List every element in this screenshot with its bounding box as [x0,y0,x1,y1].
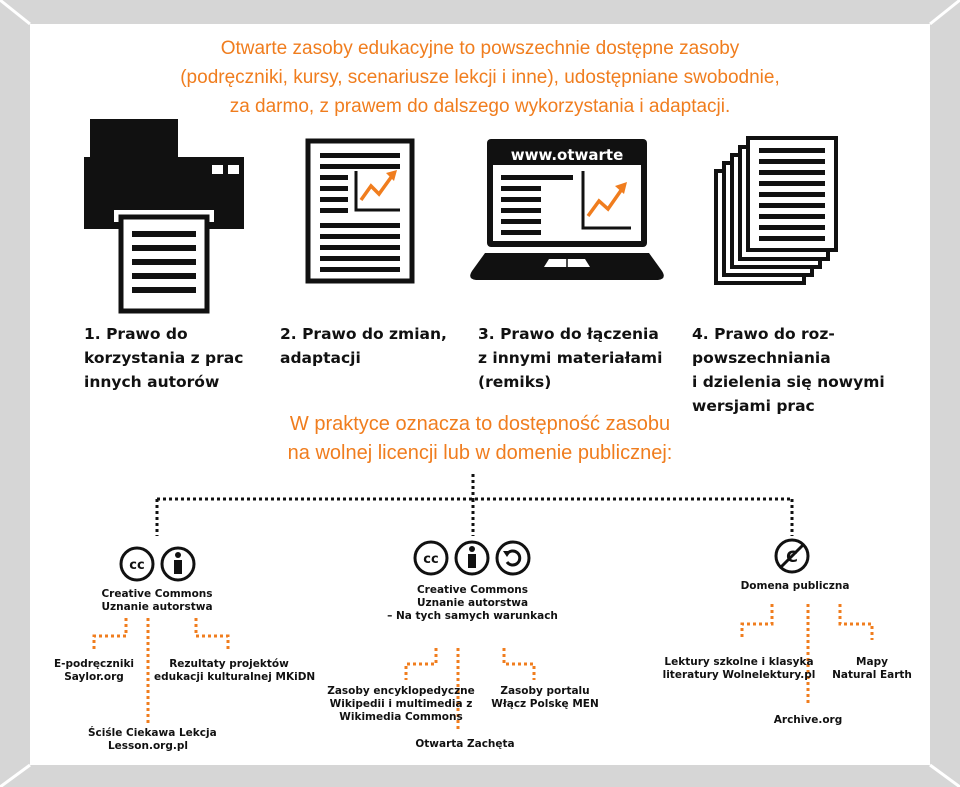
license-cc-by: Creative Commons Uznanie autorstwa [82,588,232,614]
example-line: Natural Earth [832,669,912,681]
license-line: Uznanie autorstwa [416,597,529,609]
intro-line: (podręczniki, kursy, scenariusze lekcji … [180,67,780,88]
right-line: innych autorów [84,373,220,391]
example-line: Wikipedii i multimedia z [329,698,473,710]
cc-by-sa-icons: cc [413,540,531,576]
license-line: Creative Commons [101,588,213,600]
right-line: 1. Prawo do [84,325,188,343]
example-connectors [92,604,874,732]
example-line: Wikimedia Commons [339,711,463,723]
intro-line: za darmo, z prawem do dalszego wykorzyst… [229,96,731,117]
example-by-0: E-podręczniki Saylor.org [44,658,144,684]
license-line: Creative Commons [416,584,529,596]
right-line: 4. Prawo do roz- [692,325,835,343]
right-1: 1. Prawo do korzystania z prac innych au… [84,322,243,394]
example-line: Otwarta Zachęta [415,738,515,750]
example-bysa-1: Zasoby portalu Włącz Polskę MEN [490,685,600,711]
license-public-domain: Domena publiczna [730,580,860,593]
cc-icon: cc [413,540,449,576]
example-bysa-0: Zasoby encyklopedyczne Wikipedii i multi… [326,685,476,724]
example-pd-1: Mapy Natural Earth [822,656,922,682]
example-line: Saylor.org [64,671,124,683]
public-domain-icon: C [774,538,810,574]
right-line: 2. Prawo do zmian, [280,325,447,343]
practice-line: W praktyce oznacza to dostępność zasobu [289,413,671,435]
right-4: 4. Prawo do roz- powszechniania i dziele… [692,322,885,418]
example-pd-0: Lektury szkolne i klasyka literatury Wol… [654,656,824,682]
document-chart-icon [305,138,415,284]
example-by-2: Ściśle Ciekawa Lekcja Lesson.org.pl [88,727,217,753]
cc-by-icons: cc [119,546,196,582]
license-line: Uznanie autorstwa [101,601,213,613]
printer-icon [84,119,244,314]
example-line: literatury Wolnelektury.pl [662,669,816,681]
right-line: wersjami prac [692,397,815,415]
example-line: Mapy [856,656,888,668]
tree-connector [155,474,794,536]
svg-text:cc: cc [423,552,438,567]
right-3: 3. Prawo do łączenia z innymi materiałam… [478,322,662,394]
example-line: Zasoby portalu [500,685,590,697]
example-by-1: Rezultaty projektów edukacji kulturalnej… [154,658,316,684]
laptop-icon: www.otwarte [470,139,664,280]
infographic-card: Otwarte zasoby edukacyjne to powszechnie… [30,24,930,765]
right-line: z innymi materiałami [478,349,663,367]
example-pd-2: Archive.org [758,714,858,727]
practice-text: W praktyce oznacza to dostępność zasobu … [30,410,930,468]
example-line: edukacji kulturalnej MKiDN [154,671,316,683]
practice-line: na wolnej licencji lub w domenie publicz… [287,442,673,464]
example-line: Archive.org [773,714,843,726]
right-line: 3. Prawo do łączenia [478,325,659,343]
intro-line: Otwarte zasoby edukacyjne to powszechnie… [220,38,740,59]
example-line: Ściśle Ciekawa Lekcja [88,727,217,739]
stack-of-pages-icon [714,136,838,285]
cc-icon: cc [119,546,155,582]
example-line: Rezultaty projektów [169,658,289,670]
intro-text: Otwarte zasoby edukacyjne to powszechnie… [30,34,930,121]
right-line: adaptacji [280,349,361,367]
right-line: (remiks) [478,373,552,391]
license-line: – Na tych samych warunkach [387,610,558,622]
right-2: 2. Prawo do zmian, adaptacji [280,322,447,370]
right-line: i dzielenia się nowymi [692,373,885,391]
example-line: Lektury szkolne i klasyka [664,656,814,668]
attribution-person-icon [454,540,490,576]
right-line: korzystania z prac [84,349,244,367]
share-alike-icon [495,540,531,576]
license-line: Domena publiczna [740,580,850,592]
example-line: E-podręczniki [53,658,135,670]
laptop-url: www.otwarte [511,146,624,164]
example-line: Lesson.org.pl [107,740,188,752]
icons-layer: www.otwarte [84,119,874,732]
example-line: Zasoby encyklopedyczne [327,685,475,697]
svg-text:cc: cc [129,558,144,573]
example-bysa-2: Otwarta Zachęta [410,738,520,751]
right-line: powszechniania [692,349,831,367]
license-cc-by-sa: Creative Commons Uznanie autorstwa – Na … [370,584,575,623]
example-line: Włącz Polskę MEN [491,698,599,710]
attribution-person-icon [160,546,196,582]
